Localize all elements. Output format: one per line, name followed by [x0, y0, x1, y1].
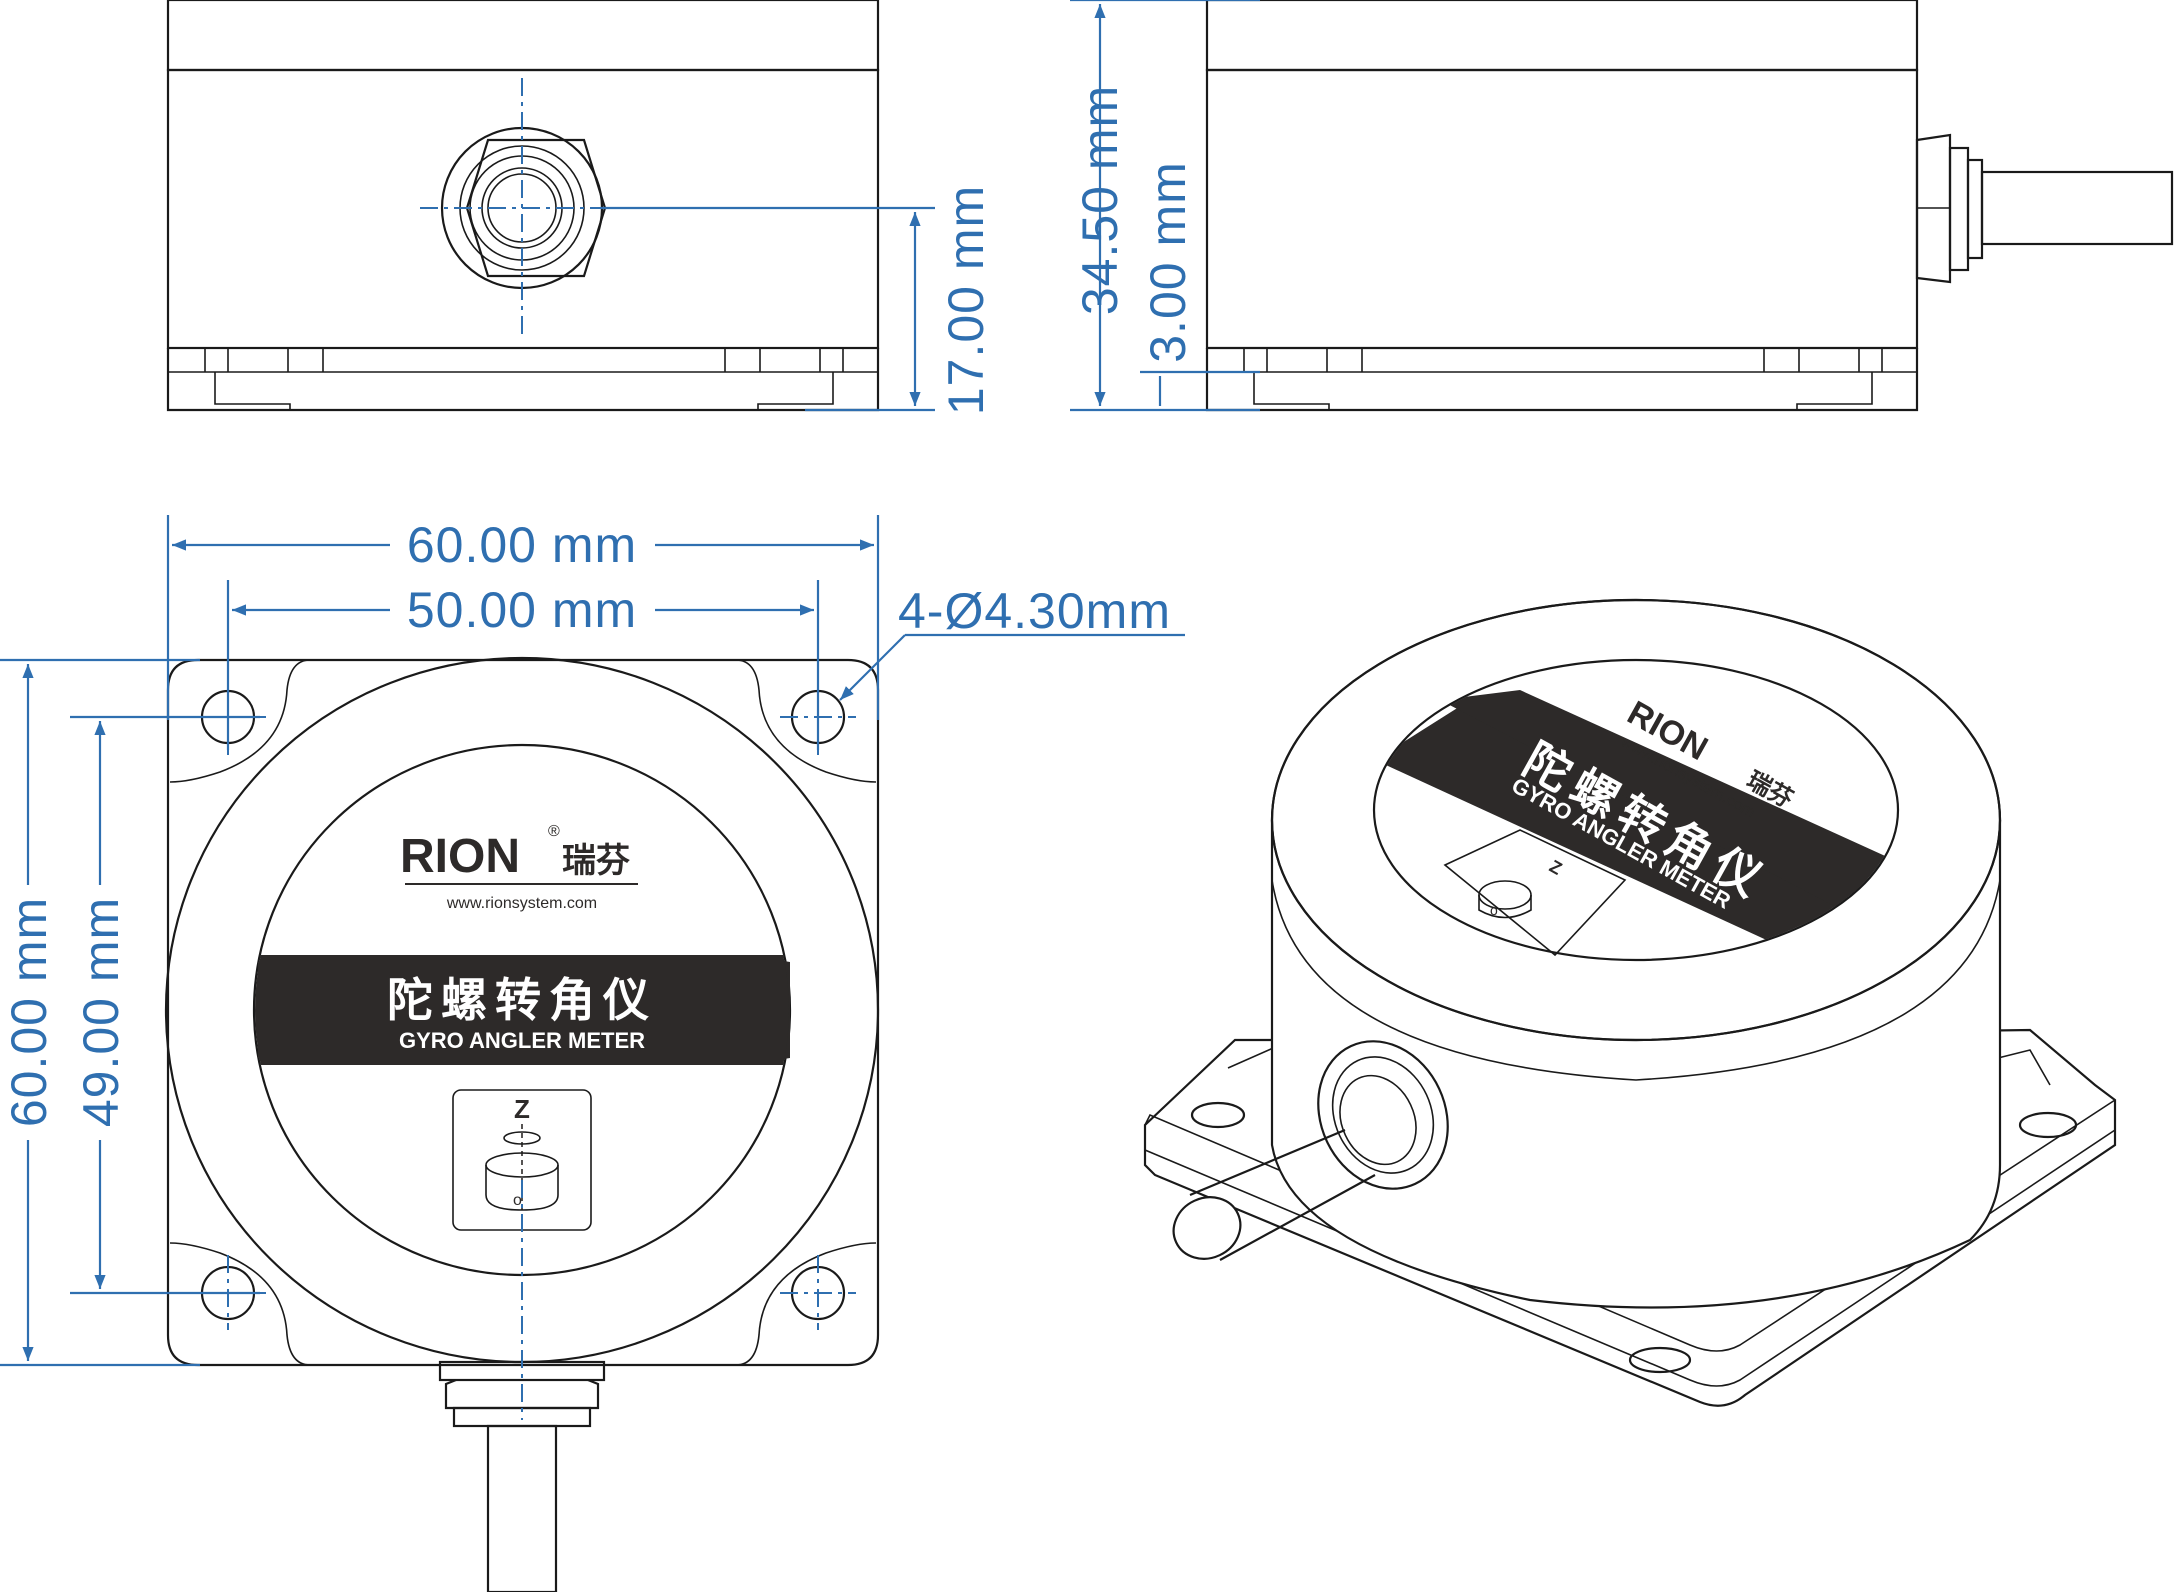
- origin-label: o: [513, 1192, 522, 1209]
- website-text: www.rionsystem.com: [446, 895, 597, 912]
- axis-icon: Z o: [452, 1089, 592, 1231]
- width-outer-dimension: 60.00 mm: [407, 517, 637, 573]
- front-view: 17.00 mm: [166, 0, 994, 415]
- brand-logo-cn: 瑞芬: [562, 841, 630, 881]
- product-name-en: GYRO ANGLER METER: [399, 1028, 645, 1053]
- height-outer-dimension: 60.00 mm: [1, 897, 57, 1127]
- iso-origin-label: o: [1490, 902, 1498, 918]
- axis-label: Z: [514, 1094, 530, 1124]
- product-name-cn: 陀螺转角仪: [387, 973, 657, 1027]
- iso-cable-gland: [1172, 1040, 1449, 1261]
- side-height-dimension: 34.50 mm: [1072, 85, 1128, 315]
- brand-logo: RION: [400, 830, 520, 883]
- front-height-dimension: 17.00 mm: [938, 185, 994, 415]
- cable-gland-side: [1915, 133, 2174, 284]
- side-base-dimension: 3.00 mm: [1140, 161, 1196, 363]
- height-holes-dimension: 49.00 mm: [73, 897, 129, 1127]
- top-view: 陀螺转角仪 GYRO ANGLER METER RION 瑞芬 ® www.ri…: [0, 515, 1185, 1592]
- side-view: 34.50 mm 3.00 mm: [1070, 0, 2174, 412]
- holes-dimension: 4-Ø4.30mm: [898, 583, 1171, 639]
- registered-mark: ®: [548, 823, 560, 840]
- isometric-view: 陀螺转角仪 GYRO ANGLER METER RION 瑞芬 www.rion…: [1143, 598, 2117, 1407]
- width-holes-dimension: 50.00 mm: [407, 582, 637, 638]
